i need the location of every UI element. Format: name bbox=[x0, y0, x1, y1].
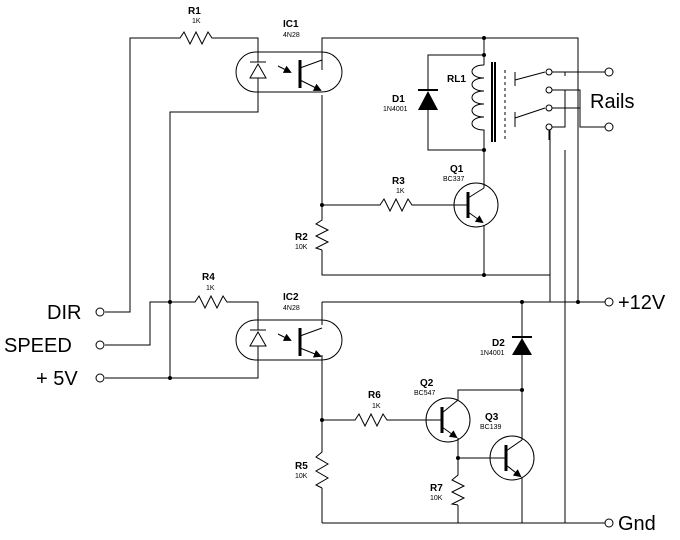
r6: R6 1K bbox=[350, 390, 395, 428]
speed-terminal bbox=[95, 340, 105, 350]
dir-label: DIR bbox=[47, 302, 81, 324]
q2-value: BC547 bbox=[414, 390, 436, 397]
junctions bbox=[168, 36, 580, 460]
v12-label: +12V bbox=[618, 292, 666, 314]
r2: R2 10K bbox=[295, 215, 330, 251]
d2: D2 1N4001 bbox=[480, 320, 532, 357]
q1: Q1 BC337 bbox=[443, 164, 499, 228]
q3-value: BC139 bbox=[480, 424, 502, 431]
d1-ref: D1 bbox=[392, 94, 405, 105]
ic2-value: 4N28 bbox=[283, 305, 300, 312]
d2-ref: D2 bbox=[492, 338, 505, 349]
v5-label: + 5V bbox=[36, 368, 78, 390]
q2: Q2 BC547 bbox=[414, 378, 471, 443]
gnd-terminal bbox=[604, 518, 614, 528]
v12-terminal bbox=[604, 297, 614, 307]
r7-ref: R7 bbox=[430, 483, 443, 494]
rl1: RL1 bbox=[447, 62, 578, 142]
r1-ref: R1 bbox=[188, 6, 201, 17]
ic1-ref: IC1 bbox=[283, 19, 299, 30]
r4-ref: R4 bbox=[202, 272, 215, 283]
ic1: IC1 4N28 bbox=[235, 19, 343, 93]
v5-terminal bbox=[95, 373, 105, 383]
d2-value: 1N4001 bbox=[480, 350, 505, 357]
r4: R4 1K bbox=[190, 272, 230, 310]
rails-label: Rails bbox=[590, 91, 634, 113]
ic1-value: 4N28 bbox=[283, 32, 300, 39]
d1: D1 1N4001 bbox=[383, 65, 438, 115]
r5-ref: R5 bbox=[295, 461, 308, 472]
rl1-ref: RL1 bbox=[447, 74, 466, 85]
q3-ref: Q3 bbox=[485, 412, 499, 423]
q1-value: BC337 bbox=[443, 176, 465, 183]
r2-value: 10K bbox=[295, 244, 308, 251]
r1-value: 1K bbox=[192, 18, 201, 25]
terminals: DIR SPEED + 5V +12V Gnd Rails bbox=[4, 67, 666, 535]
rail-terminal-1 bbox=[604, 67, 614, 77]
q2-ref: Q2 bbox=[420, 378, 434, 389]
ic2: IC2 4N28 bbox=[235, 292, 343, 361]
r6-ref: R6 bbox=[368, 390, 381, 401]
rail-terminal-2 bbox=[604, 122, 614, 132]
q1-ref: Q1 bbox=[450, 164, 464, 175]
q3: Q3 BC139 bbox=[480, 412, 535, 481]
r5-value: 10K bbox=[295, 473, 308, 480]
r3-value: 1K bbox=[396, 188, 405, 195]
r5: R5 10K bbox=[295, 445, 329, 489]
wires bbox=[105, 37, 605, 524]
r7-value: 10K bbox=[430, 495, 443, 502]
r4-value: 1K bbox=[206, 285, 215, 292]
r7: R7 10K bbox=[430, 470, 466, 506]
d1-value: 1N4001 bbox=[383, 106, 408, 113]
r1: R1 1K bbox=[175, 6, 215, 46]
ic2-ref: IC2 bbox=[283, 292, 299, 303]
dir-terminal bbox=[95, 307, 105, 317]
speed-label: SPEED bbox=[4, 335, 72, 357]
r6-value: 1K bbox=[372, 403, 381, 410]
r3: R3 1K bbox=[375, 176, 420, 213]
r2-ref: R2 bbox=[295, 232, 308, 243]
r3-ref: R3 bbox=[392, 176, 405, 187]
gnd-label: Gnd bbox=[618, 513, 656, 535]
